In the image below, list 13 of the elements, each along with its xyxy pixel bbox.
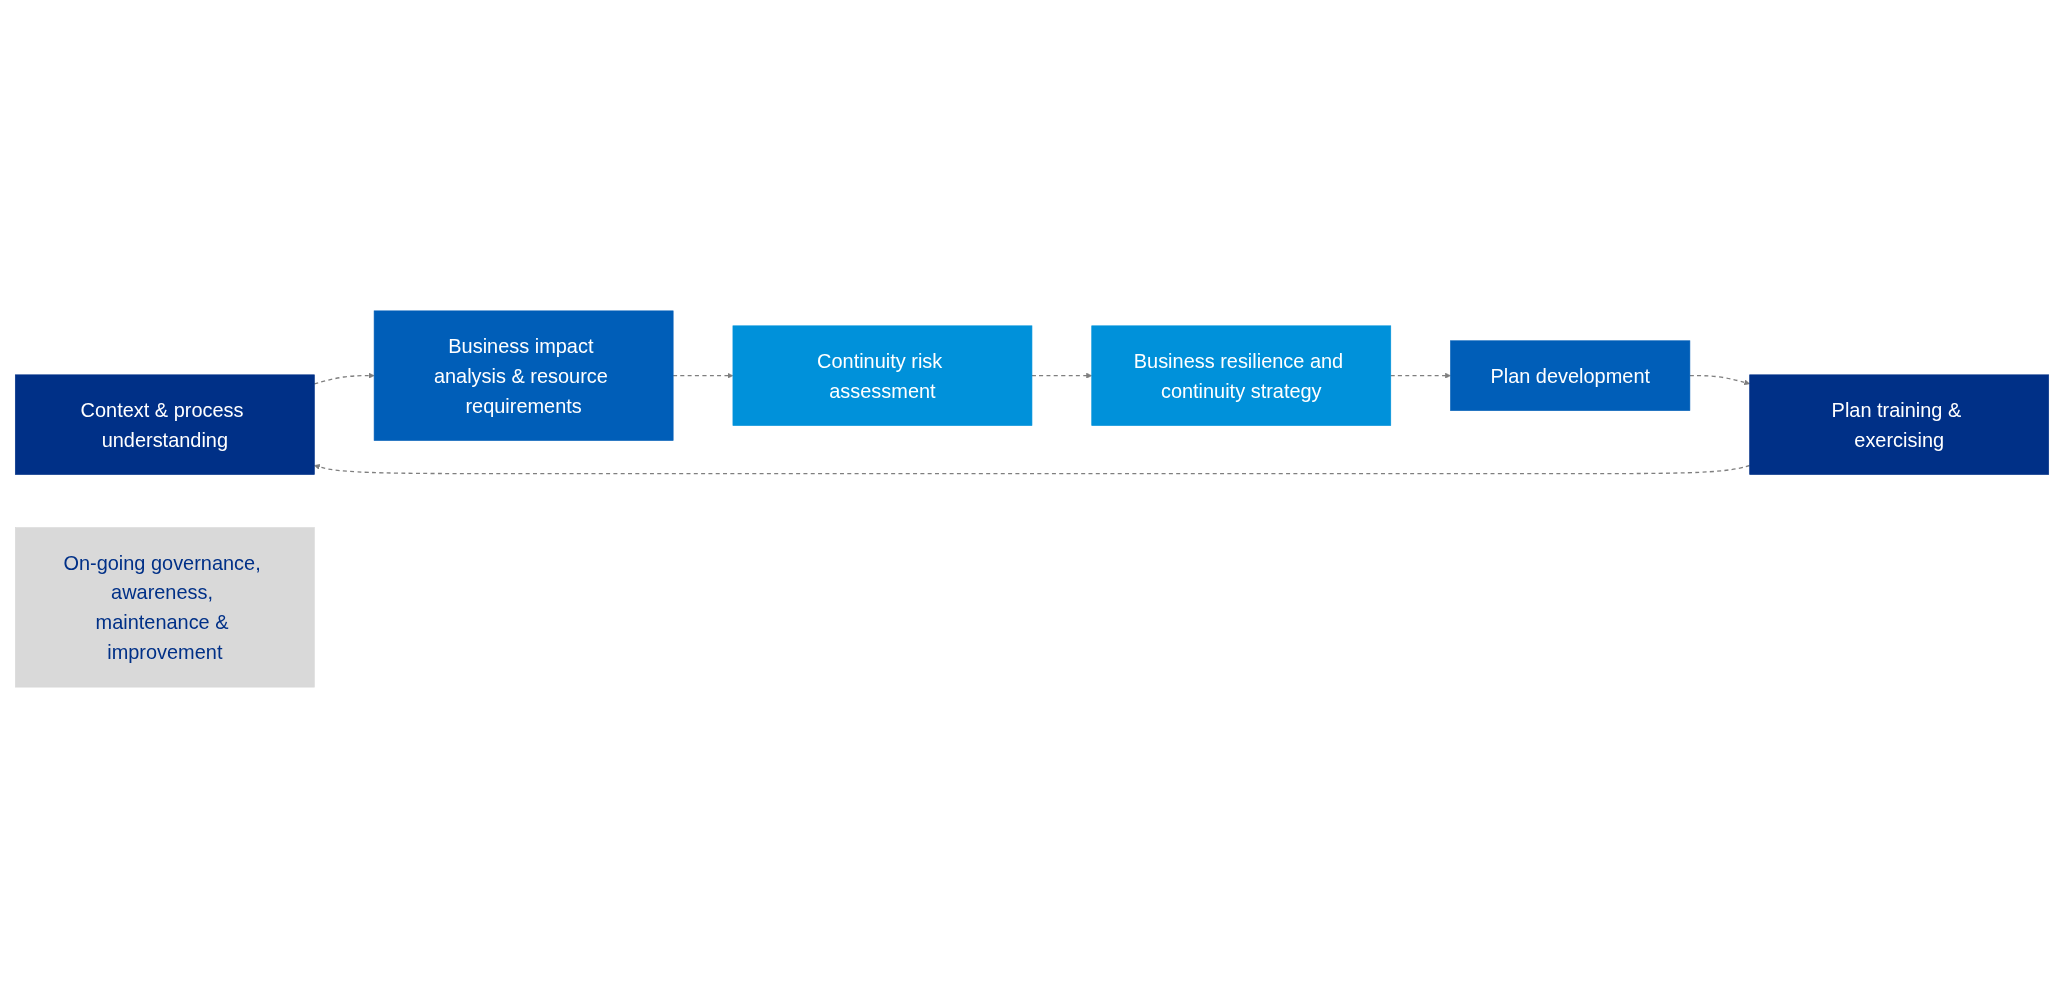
node-box: Plan development <box>1450 340 1691 411</box>
node-box: Business impact analysis & resource requirements <box>373 310 674 441</box>
arrow <box>313 372 375 385</box>
arrow <box>672 372 734 379</box>
arrow <box>1689 375 1750 386</box>
arrow <box>1390 372 1451 379</box>
node-box: Context & process understanding <box>15 374 315 475</box>
node-box: Continuity risk assessment <box>732 325 1033 426</box>
arrow <box>314 464 1751 475</box>
arrow <box>1031 372 1092 379</box>
node-box: On-going governance, awareness, maintenance & improvement <box>15 527 315 688</box>
node-box: Plan training & exercising <box>1749 374 2049 475</box>
node-box: Business resilience and continuity strategy <box>1091 325 1392 426</box>
